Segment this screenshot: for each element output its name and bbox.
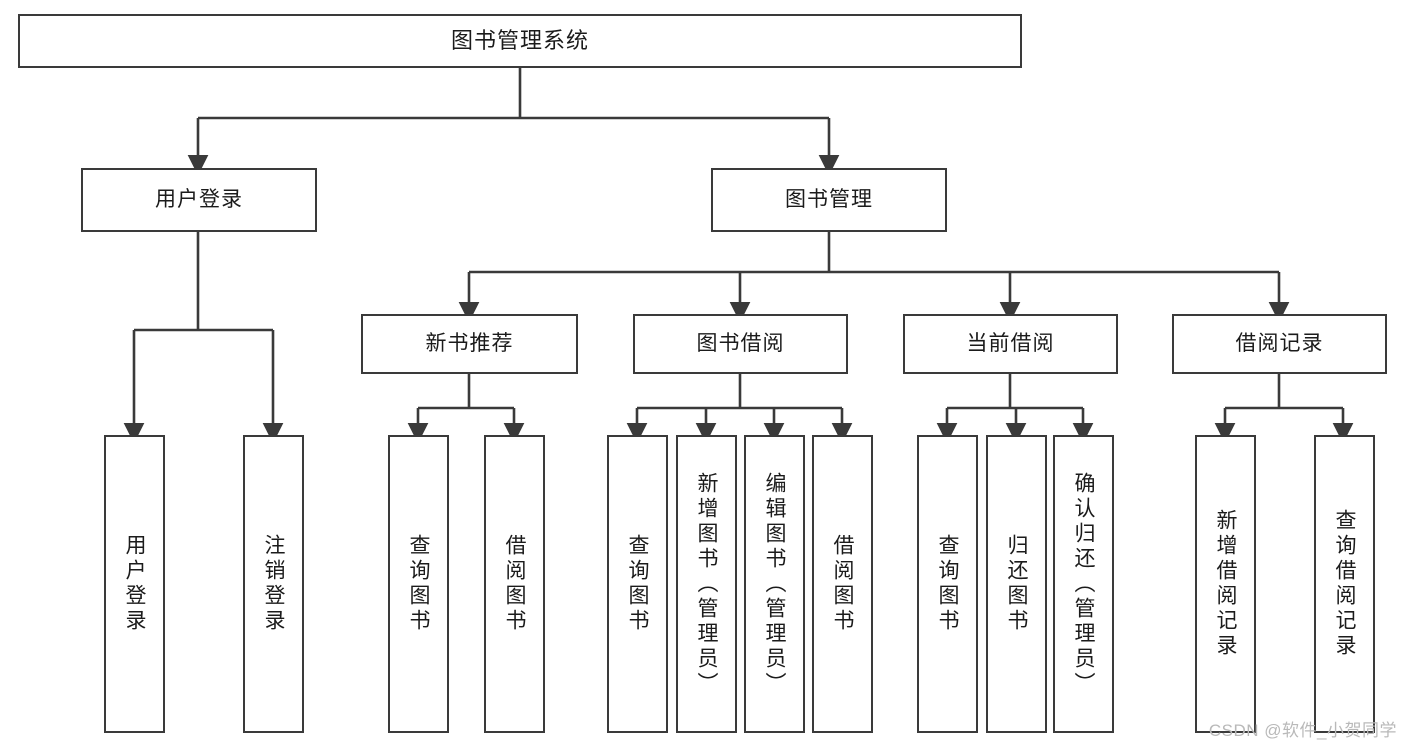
node-borrow-record[interactable]: 借阅记录: [1172, 314, 1387, 374]
node-leaf-borrow-book-2[interactable]: 借阅图书: [812, 435, 873, 733]
node-book-management-label: 图书管理: [785, 188, 873, 212]
node-book-borrow-label: 图书借阅: [696, 332, 785, 356]
node-leaf-return-book-label: 归还图书: [1005, 534, 1028, 634]
node-leaf-add-record[interactable]: 新增借阅记录: [1195, 435, 1256, 733]
node-borrow-record-label: 借阅记录: [1235, 332, 1324, 356]
node-leaf-confirm-return-label: 确认归还（管理员）: [1072, 471, 1095, 697]
node-current-borrow-label: 当前借阅: [966, 332, 1055, 356]
node-leaf-logout[interactable]: 注销登录: [243, 435, 304, 733]
node-user-login[interactable]: 用户登录: [81, 168, 317, 232]
node-leaf-user-login[interactable]: 用户登录: [104, 435, 165, 733]
node-leaf-return-book[interactable]: 归还图书: [986, 435, 1047, 733]
csdn-watermark: CSDN @软件_小贺同学: [1208, 721, 1397, 740]
node-leaf-add-book-label: 新增图书（管理员）: [695, 471, 718, 697]
node-book-management[interactable]: 图书管理: [711, 168, 947, 232]
node-leaf-borrow-book-2-label: 借阅图书: [831, 534, 854, 634]
node-book-borrow[interactable]: 图书借阅: [633, 314, 848, 374]
node-leaf-query-book-1[interactable]: 查询图书: [388, 435, 449, 733]
node-root[interactable]: 图书管理系统: [18, 14, 1022, 68]
node-new-book-recommend-label: 新书推荐: [425, 332, 514, 356]
node-leaf-query-book-3[interactable]: 查询图书: [917, 435, 978, 733]
node-leaf-user-login-label: 用户登录: [123, 534, 146, 634]
node-leaf-add-record-label: 新增借阅记录: [1214, 509, 1237, 659]
node-leaf-confirm-return[interactable]: 确认归还（管理员）: [1053, 435, 1114, 733]
node-leaf-logout-label: 注销登录: [262, 534, 285, 634]
node-leaf-query-book-3-label: 查询图书: [936, 534, 959, 634]
node-leaf-query-book-2[interactable]: 查询图书: [607, 435, 668, 733]
node-root-label: 图书管理系统: [450, 27, 589, 53]
node-leaf-edit-book[interactable]: 编辑图书（管理员）: [744, 435, 805, 733]
node-leaf-query-book-2-label: 查询图书: [626, 534, 649, 634]
node-user-login-label: 用户登录: [155, 188, 243, 212]
node-leaf-borrow-book-1-label: 借阅图书: [503, 534, 526, 634]
node-leaf-add-book[interactable]: 新增图书（管理员）: [676, 435, 737, 733]
node-new-book-recommend[interactable]: 新书推荐: [361, 314, 578, 374]
node-leaf-query-record-label: 查询借阅记录: [1333, 509, 1356, 659]
node-leaf-query-record[interactable]: 查询借阅记录: [1314, 435, 1375, 733]
node-leaf-query-book-1-label: 查询图书: [407, 534, 430, 634]
node-current-borrow[interactable]: 当前借阅: [903, 314, 1118, 374]
node-leaf-borrow-book-1[interactable]: 借阅图书: [484, 435, 545, 733]
node-leaf-edit-book-label: 编辑图书（管理员）: [763, 471, 786, 697]
